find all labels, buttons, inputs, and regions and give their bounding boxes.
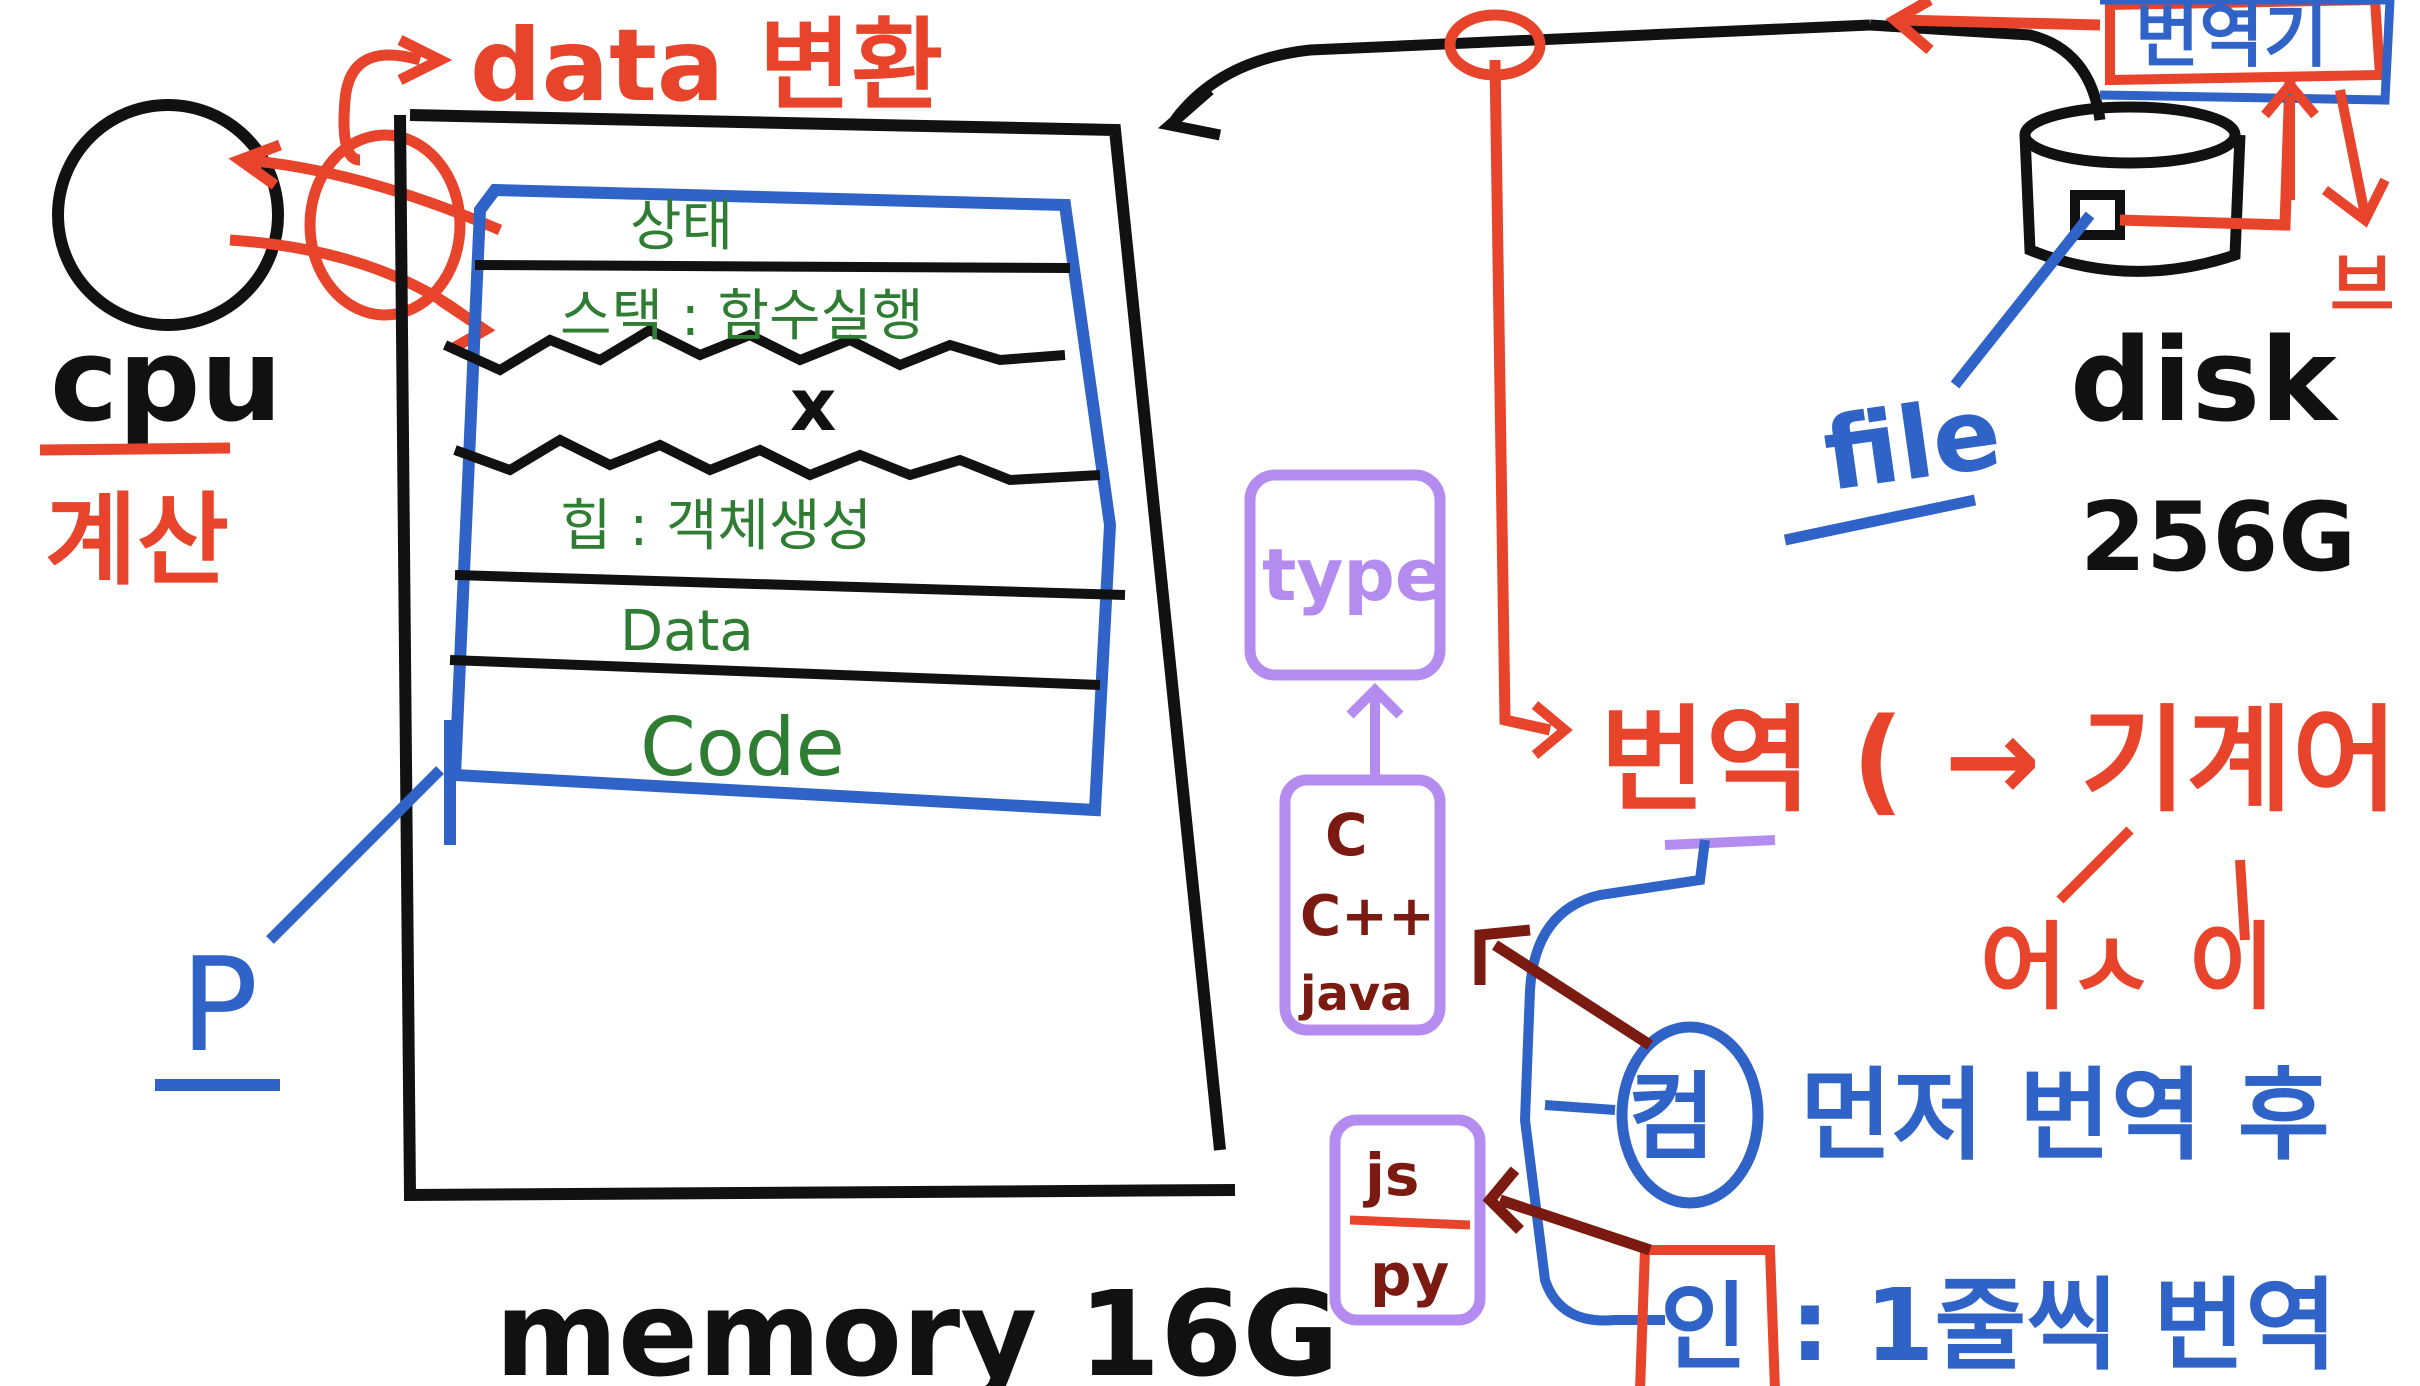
machine-note: 어ㅅ 이 bbox=[1980, 913, 2275, 1023]
compile-arrowhead bbox=[1474, 924, 1531, 985]
compiled-lang-c: C bbox=[1325, 801, 1368, 869]
type-box-label: type bbox=[1262, 533, 1444, 617]
disk-body bbox=[2019, 134, 2246, 277]
disk-file-block bbox=[2070, 190, 2125, 240]
translator-box-blue bbox=[2099, 0, 2395, 105]
interpreted-lang-py: py bbox=[1370, 1241, 1449, 1309]
memory-cpu-arrowhead bbox=[228, 139, 282, 190]
compiled-lang-cpp: C++ bbox=[1300, 884, 1435, 949]
interpreted-divider bbox=[1349, 1215, 1471, 1230]
data-change-loop bbox=[304, 129, 466, 321]
cpu-circle bbox=[52, 99, 284, 331]
compile-badge-circle bbox=[1616, 1021, 1764, 1209]
disk-top bbox=[2019, 101, 2241, 169]
data-change-arrow bbox=[338, 49, 422, 166]
cpu-memory-arrow-top bbox=[244, 154, 503, 236]
memory-zigzag-1 bbox=[442, 324, 1066, 376]
compile-badge: 컴 bbox=[1628, 1063, 1715, 1173]
translate-note: 번역 ( → 기계어 ) bbox=[1600, 694, 2420, 828]
memory-zigzag-2 bbox=[453, 434, 1101, 486]
translator-up-arrowhead bbox=[2261, 77, 2319, 119]
interpret-badge: 인 bbox=[1660, 1273, 1747, 1383]
pointer-arrow bbox=[266, 766, 444, 944]
translator-box-label: 번역기 bbox=[2135, 0, 2328, 77]
type-arrowhead bbox=[1346, 682, 1404, 719]
compiled-lang-box bbox=[1279, 774, 1446, 1036]
data-change-label: data 변환 bbox=[470, 7, 943, 124]
compile-arrow bbox=[1492, 940, 1653, 1050]
lang-bracket-tick bbox=[1544, 1100, 1616, 1115]
translator-in-arrowhead bbox=[1885, 0, 1934, 55]
interpreted-lang-js: js bbox=[1363, 1141, 1419, 1209]
file-arrow bbox=[1950, 211, 2095, 389]
memory-process-frame bbox=[448, 183, 1117, 817]
memory-label: memory 16G bbox=[495, 1265, 1339, 1386]
cpu-underline bbox=[39, 442, 231, 456]
interpreted-lang-box bbox=[1329, 1114, 1486, 1326]
cpu-label: cpu bbox=[50, 314, 282, 448]
disk-label: disk bbox=[2070, 314, 2339, 448]
translate-branch-line bbox=[1489, 59, 1552, 736]
memory-line-2 bbox=[454, 570, 1126, 600]
memory-section-data: Data bbox=[620, 599, 754, 664]
cpu-memory-arrowhead bbox=[436, 295, 496, 355]
memory-section-state: 상태 bbox=[630, 194, 733, 259]
translate-note-underline bbox=[1664, 835, 1776, 850]
machine-arrow-1 bbox=[2056, 826, 2134, 904]
memory-section-heap: 힙 : 객체생성 bbox=[560, 494, 872, 559]
memory-outline bbox=[394, 109, 1236, 1202]
cpu-sub-label: 계산 bbox=[45, 482, 229, 599]
translate-branch-arrowhead bbox=[1531, 701, 1573, 759]
compiled-lang-java: java bbox=[1298, 966, 1413, 1022]
disk-memory-arrowhead bbox=[1157, 85, 1222, 141]
interpret-badge-box bbox=[1635, 1245, 1780, 1386]
disk-size-label: 256G bbox=[2080, 483, 2356, 593]
data-change-arrowhead bbox=[397, 35, 453, 85]
interpret-arrow bbox=[1498, 1194, 1652, 1256]
pointer-label: P bbox=[180, 929, 258, 1081]
memory-line-1 bbox=[474, 260, 1071, 273]
interpret-arrowhead bbox=[1482, 1166, 1524, 1234]
translator-cut-glyph: 브 bbox=[2330, 245, 2394, 327]
compile-desc-text: 먼저 번역 후 bbox=[1800, 1057, 2330, 1174]
memory-section-code: Code bbox=[640, 701, 845, 794]
translator-out-arrowhead bbox=[2322, 177, 2390, 228]
interpret-desc-text: : 1줄씩 번역 bbox=[1790, 1267, 2337, 1384]
lang-bracket bbox=[1519, 839, 1710, 1326]
type-box bbox=[1244, 469, 1446, 681]
machine-arrow-2 bbox=[2235, 859, 2250, 941]
file-label: file bbox=[1817, 374, 2008, 514]
memory-section-stack: 스택 : 함수실행 bbox=[560, 284, 924, 349]
file-underline bbox=[1783, 494, 1977, 546]
translator-in-arrow bbox=[1899, 14, 2101, 31]
disk-top-curve bbox=[1869, 19, 2106, 121]
translator-out-arrow bbox=[2335, 89, 2370, 216]
memory-line-3 bbox=[449, 655, 1101, 690]
memory-section-gap: x bbox=[790, 363, 836, 447]
